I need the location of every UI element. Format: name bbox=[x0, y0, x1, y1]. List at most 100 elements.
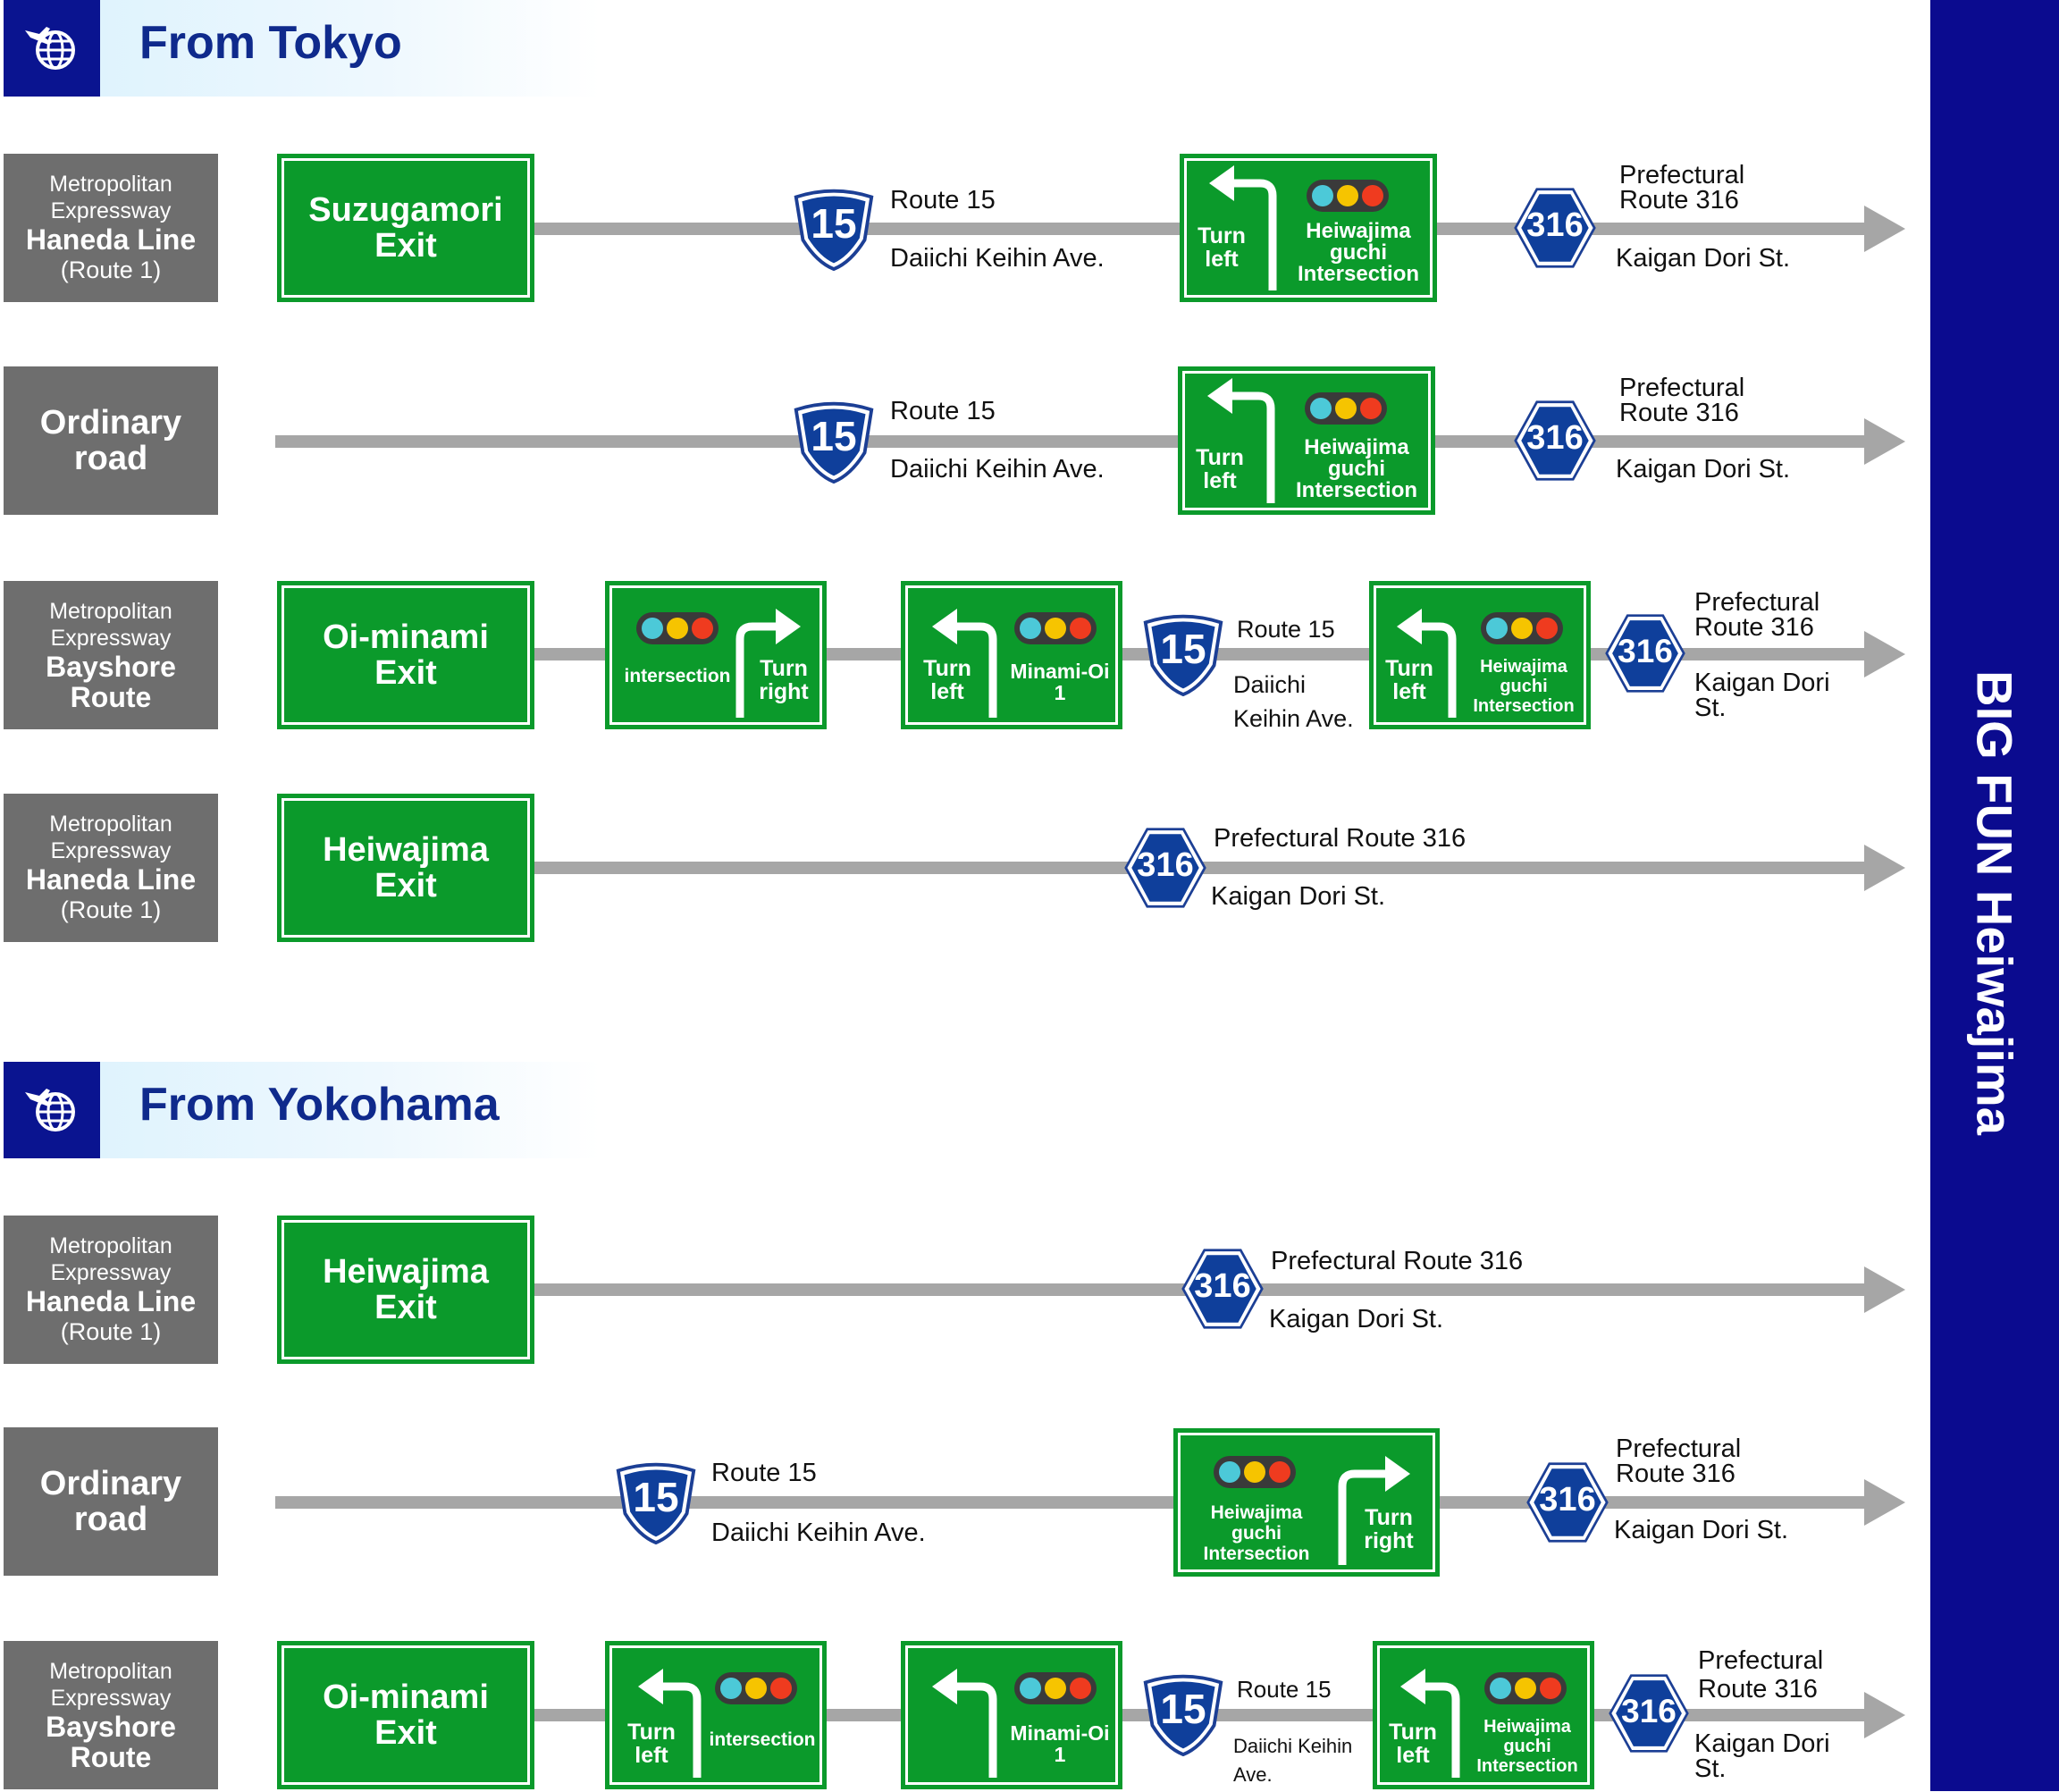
source-line2: Expressway bbox=[50, 1686, 172, 1711]
street-label: Kaigan Dori St. bbox=[1614, 1516, 1789, 1544]
turn-word: Turn bbox=[923, 656, 971, 681]
street-label-2: Keihin Ave. bbox=[1233, 705, 1354, 732]
intersection-word: Intersection bbox=[1473, 696, 1575, 716]
route-316-shield: 316 bbox=[1514, 400, 1596, 482]
turn-left-arrow-icon bbox=[1397, 609, 1457, 718]
turn-direction: left bbox=[1203, 468, 1237, 493]
road-arrowhead bbox=[1864, 418, 1905, 465]
section-title: From Tokyo bbox=[139, 17, 402, 69]
route-15-shield: 15 bbox=[1140, 1670, 1226, 1756]
route-label: Route 15 bbox=[890, 186, 996, 215]
section-header-yokohama: From Yokohama bbox=[4, 1062, 601, 1158]
shield-number: 316 bbox=[1526, 206, 1584, 244]
intersection-name: Heiwajima bbox=[1304, 435, 1409, 459]
shield-number: 316 bbox=[1539, 1481, 1596, 1519]
source-line4: Route bbox=[70, 681, 152, 713]
exit-name: Oi-minami bbox=[323, 618, 489, 656]
source-haneda-line: Metropolitan Expressway Haneda Line (Rou… bbox=[4, 794, 218, 942]
source-bayshore-route: Metropolitan Expressway Bayshore Route bbox=[4, 1641, 218, 1789]
exit-name: Heiwajima bbox=[323, 1253, 489, 1291]
route-label-1: Prefectural bbox=[1694, 588, 1820, 617]
exit-label: Exit bbox=[374, 1289, 437, 1326]
shield-number: 316 bbox=[1526, 419, 1584, 457]
source-line2: Expressway bbox=[50, 1260, 172, 1285]
turn-word: Turn bbox=[1198, 223, 1246, 248]
street-label: Daiichi Keihin Ave. bbox=[711, 1519, 926, 1547]
route-316-shield: 316 bbox=[1514, 187, 1596, 269]
traffic-light-icon bbox=[1013, 1670, 1098, 1706]
route-316-shield: 316 bbox=[1124, 827, 1206, 909]
intersection-name-2: guchi bbox=[1328, 457, 1385, 481]
intersection-word: Intersection bbox=[1203, 1544, 1310, 1564]
source-line2: Expressway bbox=[50, 626, 172, 651]
exit-name: Oi-minami bbox=[323, 1678, 489, 1716]
plane-globe-icon bbox=[4, 0, 100, 97]
turn-direction: left bbox=[635, 1743, 668, 1768]
exit-name: Heiwajima bbox=[323, 831, 489, 869]
intersection-name-2: guchi bbox=[1503, 1737, 1551, 1756]
traffic-light-icon bbox=[1303, 391, 1389, 426]
street-label-2: Ave. bbox=[1233, 1763, 1273, 1786]
exit-name: Suzugamori bbox=[308, 191, 503, 229]
shield-number: 15 bbox=[633, 1474, 679, 1520]
traffic-light-icon bbox=[1479, 610, 1565, 646]
intersection-name-2: guchi bbox=[1330, 240, 1387, 265]
source-ordinary-road: Ordinary road bbox=[4, 1427, 218, 1576]
shield-number: 316 bbox=[1618, 633, 1673, 669]
street-label: Daiichi Keihin Ave. bbox=[890, 244, 1105, 273]
intersection-name-2: guchi bbox=[1231, 1523, 1282, 1544]
turn-word: Turn bbox=[1389, 1720, 1437, 1745]
turn-right-arrow-icon bbox=[1338, 1456, 1410, 1565]
route-label: Route 15 bbox=[890, 397, 996, 425]
street-label-1: Daiichi bbox=[1233, 671, 1307, 698]
road-arrowhead bbox=[1864, 1692, 1905, 1738]
route-316-shield: 316 bbox=[1609, 1673, 1689, 1754]
intersection-word: intersection bbox=[624, 666, 731, 686]
source-line3: Haneda Line bbox=[25, 223, 197, 256]
route-label: Prefectural Route 316 bbox=[1214, 824, 1467, 853]
source-line3: Bayshore bbox=[46, 651, 176, 683]
road-arrowhead bbox=[1864, 631, 1905, 677]
street-label: Kaigan Dori St. bbox=[1211, 882, 1386, 911]
shield-number: 316 bbox=[1137, 846, 1194, 884]
route-label-2: Route 316 bbox=[1694, 613, 1814, 642]
source-line2: road bbox=[73, 440, 148, 477]
traffic-light-icon bbox=[1212, 1454, 1298, 1490]
exit-label: Exit bbox=[374, 867, 437, 904]
source-bayshore-route: Metropolitan Expressway Bayshore Route bbox=[4, 581, 218, 729]
header-band bbox=[100, 1062, 601, 1158]
shield-number: 316 bbox=[1194, 1267, 1251, 1305]
source-ordinary-road: Ordinary road bbox=[4, 366, 218, 515]
route-label: Route 15 bbox=[1237, 1676, 1332, 1703]
intersection-name: Minami-Oi bbox=[1010, 1721, 1110, 1745]
section-title: From Yokohama bbox=[139, 1079, 500, 1131]
turn-left-arrow-icon bbox=[932, 1669, 997, 1778]
route-15-shield: 15 bbox=[791, 185, 877, 271]
turn-direction: right bbox=[1364, 1528, 1414, 1553]
source-line3: Haneda Line bbox=[25, 863, 197, 896]
street-label: Kaigan Dori St. bbox=[1616, 244, 1791, 273]
intersection-name: Heiwajima bbox=[1483, 1717, 1571, 1737]
intersection-name: Heiwajima bbox=[1480, 657, 1567, 677]
intersection-name-2: guchi bbox=[1500, 677, 1548, 696]
route-316-shield: 316 bbox=[1605, 613, 1685, 694]
intersection-word: intersection bbox=[709, 1729, 816, 1750]
road-arrowhead bbox=[1864, 1479, 1905, 1526]
route-15-shield: 15 bbox=[1140, 610, 1226, 696]
header-band bbox=[100, 0, 601, 97]
exit-label: Exit bbox=[374, 1714, 437, 1752]
source-haneda-line: Metropolitan Expressway Haneda Line (Rou… bbox=[4, 154, 218, 302]
route-label: Route 15 bbox=[711, 1459, 817, 1487]
traffic-light-icon bbox=[713, 1670, 799, 1706]
source-line1: Metropolitan bbox=[49, 1659, 172, 1684]
turn-left-arrow-icon bbox=[1209, 165, 1277, 290]
